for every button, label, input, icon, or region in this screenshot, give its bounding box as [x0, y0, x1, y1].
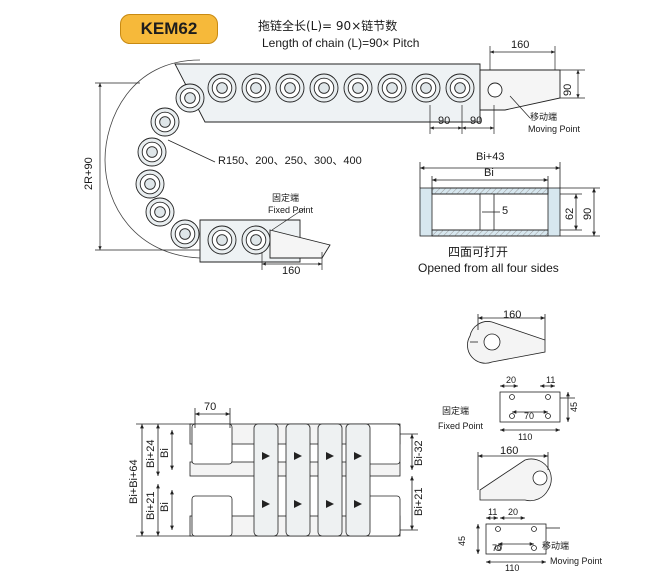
chain-link — [207, 73, 237, 103]
moving-bracket-dim-20: 20 — [508, 507, 519, 517]
plan-dim-bi-b: Bi — [159, 502, 171, 512]
plan-links — [253, 423, 371, 537]
plan-link — [345, 423, 371, 537]
cross-height-inner: 62 — [564, 207, 576, 220]
plan-dim-70: 70 — [204, 401, 217, 413]
plan-link — [253, 423, 279, 537]
chain-link — [135, 169, 165, 199]
fixed-bracket-dim-70: 70 — [524, 411, 535, 421]
plan-dim-bi-32: Bi-32 — [413, 440, 425, 466]
moving-bracket-caption-cn: 移动端 — [542, 542, 570, 552]
plan-dim-bi-24: Bi+24 — [145, 439, 157, 468]
dim-pitch-b: 90 — [470, 115, 483, 127]
dim-overall-height: 2R+90 — [83, 157, 95, 190]
cross-gap: 5 — [502, 205, 509, 217]
chain-link — [241, 225, 271, 255]
chain-link — [445, 73, 475, 103]
moving-bracket-dim-160: 160 — [500, 445, 519, 457]
moving-bracket-dim-110: 110 — [505, 563, 520, 573]
fixed-bracket-dim-45: 45 — [569, 401, 579, 412]
moving-point-label-en: Moving Point — [528, 124, 581, 134]
moving-bracket — [476, 452, 560, 564]
fixed-bracket-dim-11: 11 — [546, 375, 556, 385]
plan-dim-bi-21-right: Bi+21 — [413, 487, 425, 516]
cross-width-inner: Bi — [484, 167, 494, 179]
plan-link — [285, 423, 311, 537]
moving-bracket-dim-11: 11 — [488, 507, 498, 517]
plan-dim-bi-64: Bi+Bi+64 — [128, 459, 140, 504]
cross-section — [419, 162, 600, 237]
bend-radius-options: R150、200、250、300、400 — [218, 155, 362, 167]
dim-bottom-end-160: 160 — [282, 265, 301, 277]
dim-top-end-160: 160 — [511, 39, 530, 51]
chain-length-formula-cn: 拖链全长(L)= 90×链节数 — [258, 19, 398, 33]
fixed-bracket-dim-20: 20 — [506, 375, 517, 385]
fixed-bracket-dim-160: 160 — [503, 309, 522, 321]
fixed-bracket — [467, 314, 575, 432]
fixed-point-label-en: Fixed Point — [268, 205, 314, 215]
dim-end-height-90: 90 — [562, 83, 574, 96]
chain-link — [137, 137, 167, 167]
plan-dim-bi-a: Bi — [159, 448, 171, 458]
fixed-bracket-caption-en: Fixed Point — [438, 421, 484, 431]
chain-link — [309, 73, 339, 103]
chain-link — [207, 225, 237, 255]
four-sides-caption-en: Opened from all four sides — [418, 261, 559, 275]
chain-link — [170, 219, 200, 249]
chain-dimensions — [95, 46, 585, 270]
moving-bracket-caption-en: Moving Point — [550, 556, 603, 566]
chain-length-formula-en: Length of chain (L)=90× Pitch — [262, 36, 420, 50]
chain-link — [175, 83, 205, 113]
plan-link — [317, 423, 343, 537]
chain-link — [411, 73, 441, 103]
chain-link — [241, 73, 271, 103]
four-sides-caption-cn: 四面可打开 — [448, 245, 509, 259]
chain-links — [135, 73, 475, 255]
dim-pitch-a: 90 — [438, 115, 451, 127]
chain-link — [275, 73, 305, 103]
fixed-bracket-caption-cn: 固定端 — [442, 407, 470, 417]
moving-bracket-dim-45: 45 — [457, 535, 467, 546]
moving-bracket-dim-70: 70 — [492, 543, 503, 553]
chain-link — [377, 73, 407, 103]
chain-link — [150, 107, 180, 137]
plan-dim-bi-21-left: Bi+21 — [145, 491, 157, 520]
moving-point-label-cn: 移动端 — [530, 113, 558, 123]
cross-width-outer: Bi+43 — [476, 151, 505, 163]
fixed-bracket-dim-110: 110 — [518, 432, 533, 442]
chain-link — [145, 197, 175, 227]
chain-link — [343, 73, 373, 103]
model-badge: KEM62 — [120, 14, 218, 44]
fixed-point-label-cn: 固定端 — [272, 194, 300, 204]
cross-height-outer: 90 — [582, 207, 594, 220]
